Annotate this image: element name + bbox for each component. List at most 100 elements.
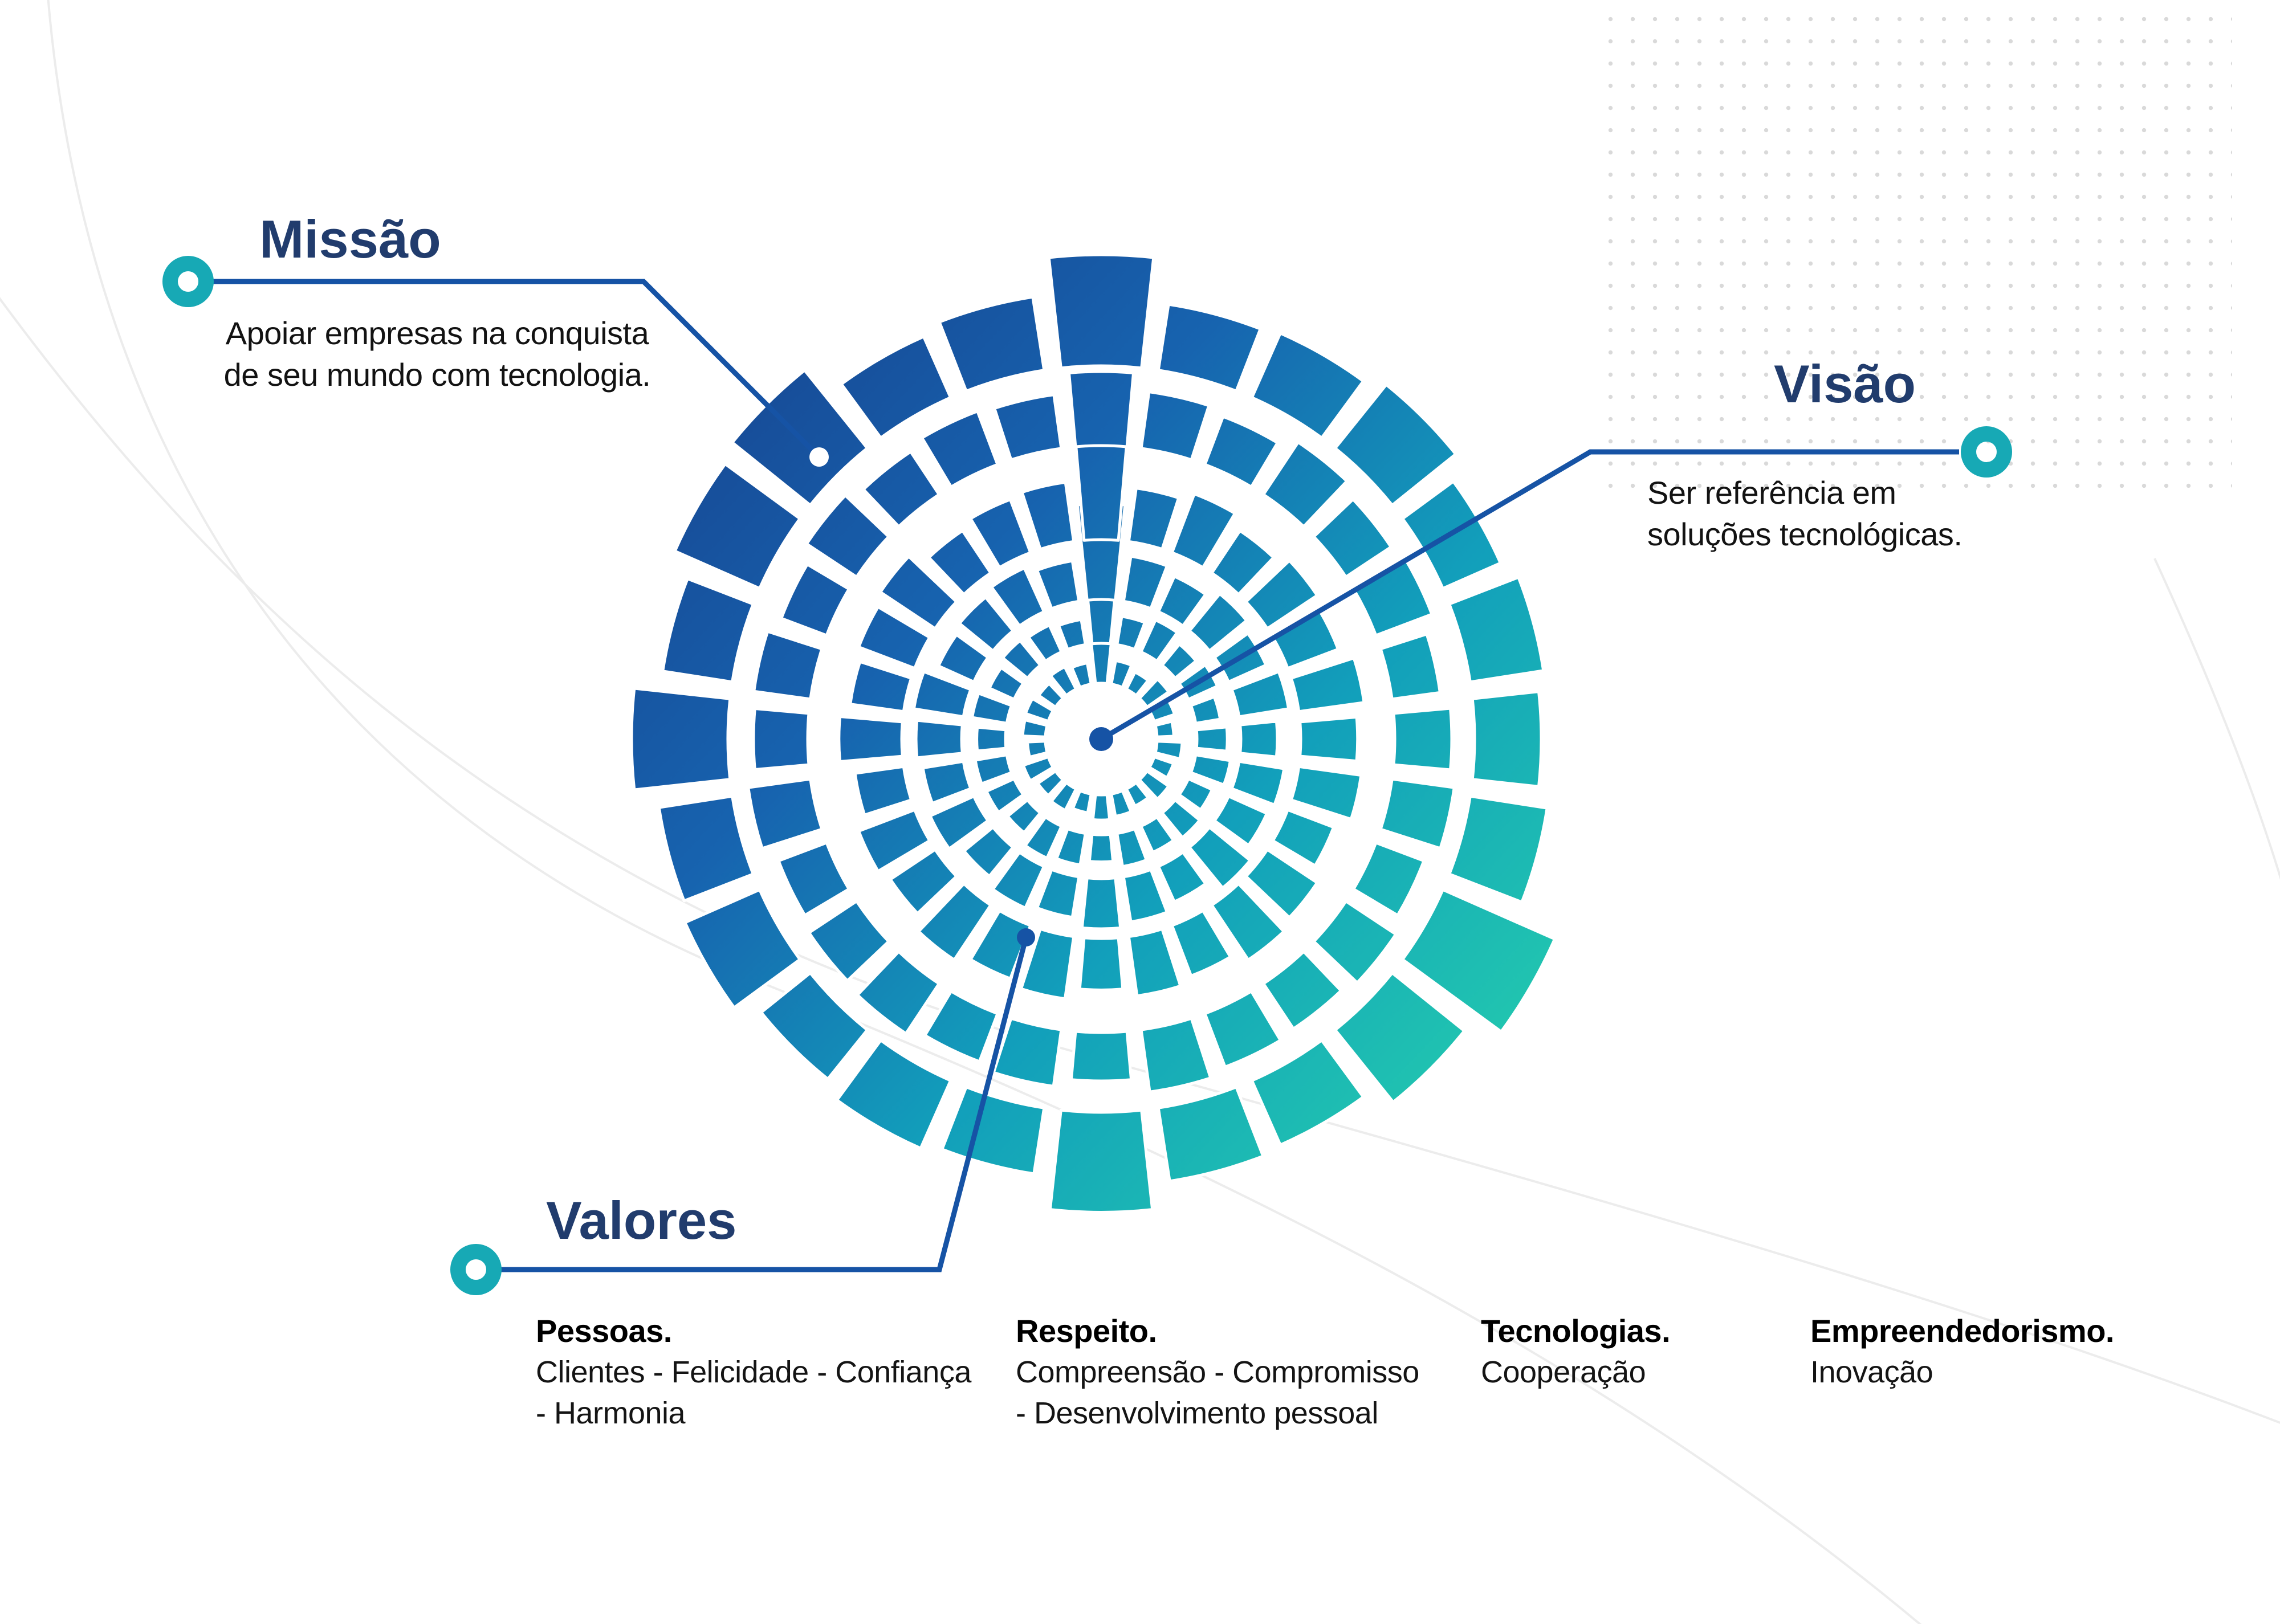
wheel-segment [1188, 826, 1252, 889]
center-hub-dot [1089, 727, 1113, 751]
wheel-segment [1178, 777, 1214, 811]
value-lead: Empreendedorismo. [1810, 1313, 2114, 1349]
missao-leader-line [212, 279, 821, 459]
wheel-segment [805, 493, 890, 578]
wheel-segment [958, 595, 1015, 652]
wheel-segment [1471, 690, 1543, 788]
value-lead: Respeito. [1016, 1313, 1157, 1349]
wheel-segment [921, 410, 999, 488]
wheel-segment [992, 1017, 1063, 1088]
wheel-segment [673, 462, 801, 590]
wheel-segment [1210, 529, 1275, 596]
visao-leader-line [1100, 449, 1959, 741]
wheel-segment [1289, 765, 1363, 821]
wheel-segment [1298, 715, 1359, 763]
wheel-segment [1050, 781, 1078, 812]
missao-body-line1: Apoiar empresas na conquista [225, 315, 649, 351]
background-curve [2153, 558, 2280, 880]
wheel-segment [1154, 740, 1184, 761]
wheel-segment [857, 605, 931, 670]
wheel-segment [1001, 639, 1042, 680]
wheel-segment [937, 633, 990, 684]
value-column-pessoas: Pessoas. Clientes - Felicidade - Confian… [536, 1311, 971, 1434]
value-line: Cooperação [1481, 1355, 1646, 1389]
radial-wheel [630, 253, 1557, 1214]
wheel-segment [1448, 794, 1549, 904]
wheel-segment [1195, 725, 1229, 753]
wheel-segment [840, 335, 952, 439]
wheel-segment [1139, 815, 1175, 854]
wheel-segment [1110, 789, 1133, 818]
wheel-segment [962, 826, 1015, 878]
wheel-segment [1250, 332, 1365, 439]
wheel-segment [1161, 643, 1198, 680]
wheel-segment [1210, 882, 1285, 961]
wheel-segment [1154, 720, 1175, 738]
wheel-segment [857, 808, 931, 873]
wheel-segment [1026, 740, 1049, 759]
wheel-segment [969, 909, 1032, 980]
wheel-segment [1138, 769, 1170, 801]
missao-white-dot [809, 447, 829, 467]
value-line: Compreensão - Compromisso [1016, 1355, 1419, 1389]
wheel-segment [1262, 950, 1343, 1030]
wheel-segment [1312, 900, 1398, 985]
missao-title: Missão [259, 209, 441, 269]
wheel-segment [1115, 615, 1146, 651]
wheel-segment [1230, 670, 1290, 719]
wheel-segment [1157, 303, 1262, 393]
wheel-segment [1027, 623, 1063, 663]
wheel-segment [1312, 497, 1393, 578]
value-lead: Tecnologias. [1481, 1313, 1671, 1349]
wheel-segment [921, 760, 972, 805]
wheel-segment [969, 498, 1032, 569]
valores-leader-line [500, 936, 1029, 1272]
wheel-segment [993, 393, 1063, 462]
wheel-segment [1170, 492, 1237, 569]
wheel-segment [1189, 695, 1222, 725]
wheel-segment [1203, 415, 1279, 488]
value-column-empreendedorismo: Empreendedorismo. Inovação [1810, 1311, 2114, 1393]
visao-marker-ring-icon [1961, 426, 2012, 478]
wheel-segment [974, 753, 1013, 785]
value-line: - Harmonia [536, 1396, 686, 1430]
wheel-segment [1333, 383, 1457, 507]
wheel-segment [1139, 618, 1179, 663]
wheel-segment [1157, 851, 1207, 903]
visao-body-line2: soluções tecnológicas. [1647, 516, 1963, 552]
missao-marker-ring-icon [162, 256, 214, 307]
wheel-segment [1125, 671, 1150, 697]
wheel-segment [975, 725, 1008, 753]
wheel-segment [630, 687, 732, 791]
wheel-segment [971, 692, 1013, 725]
wheel-segment [862, 450, 940, 528]
wheel-segment [914, 719, 964, 760]
wheel-segment [1006, 798, 1042, 834]
value-line: Inovação [1810, 1355, 1933, 1389]
wheel-segment [889, 848, 958, 915]
wheel-segment [1055, 827, 1087, 867]
visao-body-line1: Ser referência em [1647, 475, 1896, 511]
wheel-segment [917, 882, 992, 961]
wheel-segment [1035, 868, 1081, 919]
wheel-segment [1148, 755, 1175, 780]
value-column-tecnologias: Tecnologias. Cooperação [1481, 1311, 1671, 1393]
wheel-segment [1392, 707, 1453, 772]
value-lead: Pessoas. [536, 1313, 672, 1349]
wheel-segment [1122, 554, 1168, 610]
wheel-segment [1036, 769, 1065, 797]
wheel-segment [759, 971, 869, 1081]
wheel-segment [1057, 618, 1087, 651]
wheel-segment [1021, 718, 1049, 738]
missao-body-line2: de seu mundo com tecnologia. [223, 357, 651, 393]
wheel-segment [988, 666, 1025, 701]
wheel-segment [853, 765, 913, 817]
wheel-segment [1035, 559, 1081, 610]
wheel-segment [1401, 888, 1557, 1033]
wheel-segment [1230, 760, 1286, 806]
wheel-segment [1379, 633, 1442, 701]
wheel-segment [923, 990, 999, 1063]
wheel-segment [683, 888, 801, 1009]
wheel-segment [1161, 798, 1202, 839]
